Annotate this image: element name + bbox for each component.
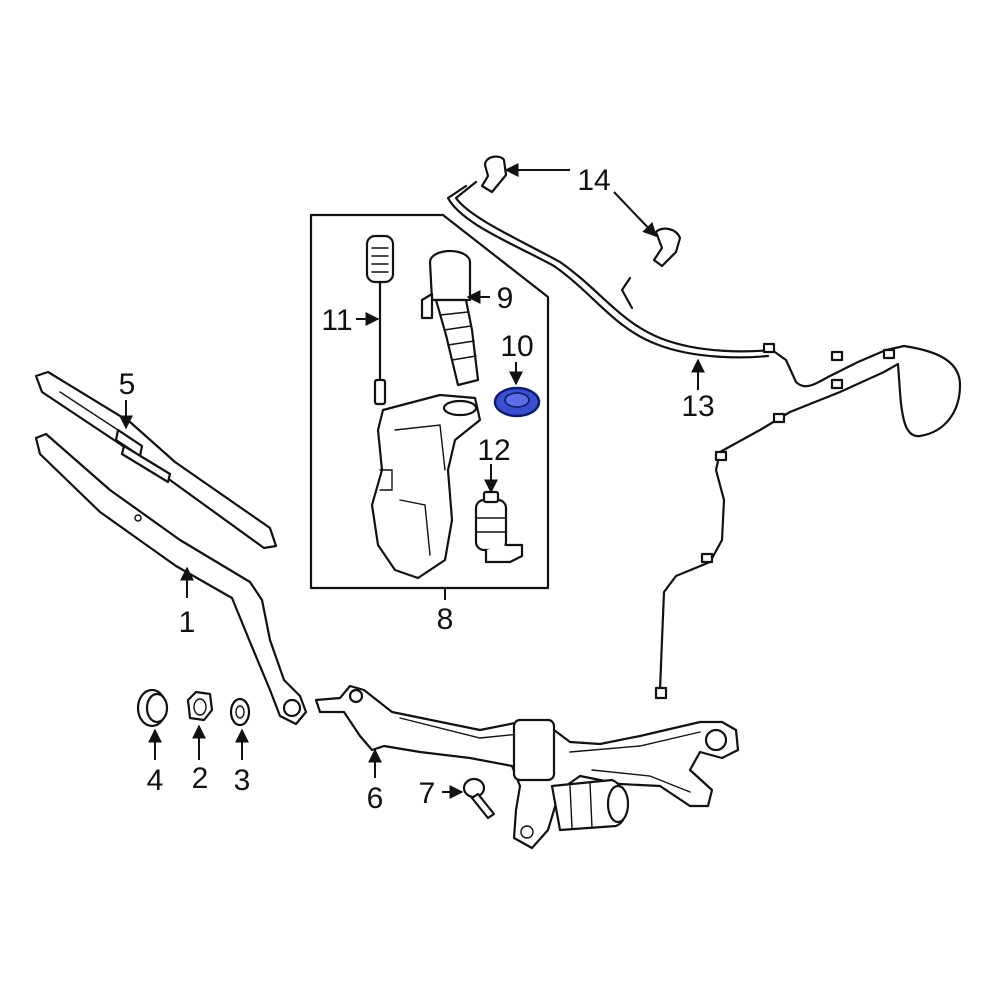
part-4-cap[interactable]: [136, 688, 169, 728]
part-14-washer-nozzle-upper[interactable]: [480, 155, 508, 194]
part-11-level-sensor[interactable]: [365, 234, 395, 406]
part-14-washer-nozzle-lower[interactable]: [652, 227, 682, 268]
callout-14: 14: [577, 164, 610, 197]
washer-reservoir-inset-box: [309, 213, 550, 600]
part-10-grommet[interactable]: [493, 386, 541, 418]
callout-9: 9: [497, 282, 514, 315]
part-6-wiper-linkage[interactable]: [314, 684, 740, 850]
part-2-nut[interactable]: [186, 690, 214, 722]
callout-7: 7: [419, 777, 436, 810]
leader-lines: [119, 163, 705, 799]
callout-11: 11: [321, 304, 352, 337]
part-9-filler-neck[interactable]: [420, 249, 480, 387]
part-12-washer-pump[interactable]: [474, 490, 524, 564]
callout-13: 13: [681, 390, 714, 423]
callout-12: 12: [477, 434, 510, 467]
callout-6: 6: [367, 782, 384, 815]
callout-2: 2: [192, 762, 209, 795]
callout-1: 1: [179, 606, 196, 639]
wiper-motor: [550, 778, 630, 832]
callout-8: 8: [437, 603, 454, 636]
part-8-washer-reservoir[interactable]: [370, 393, 482, 580]
callout-10: 10: [500, 330, 533, 363]
part-7-bolt[interactable]: [462, 777, 496, 820]
part-5-wiper-blade[interactable]: [34, 370, 278, 550]
callout-5: 5: [119, 368, 136, 401]
part-3-washer[interactable]: [229, 697, 251, 727]
callout-3: 3: [234, 764, 251, 797]
part-13-washer-hose[interactable]: [446, 180, 962, 700]
callout-4: 4: [147, 764, 164, 797]
callout-labels: 1 2 3 4 5 6 7 8 9 10 11 12 13 14: [119, 164, 715, 815]
